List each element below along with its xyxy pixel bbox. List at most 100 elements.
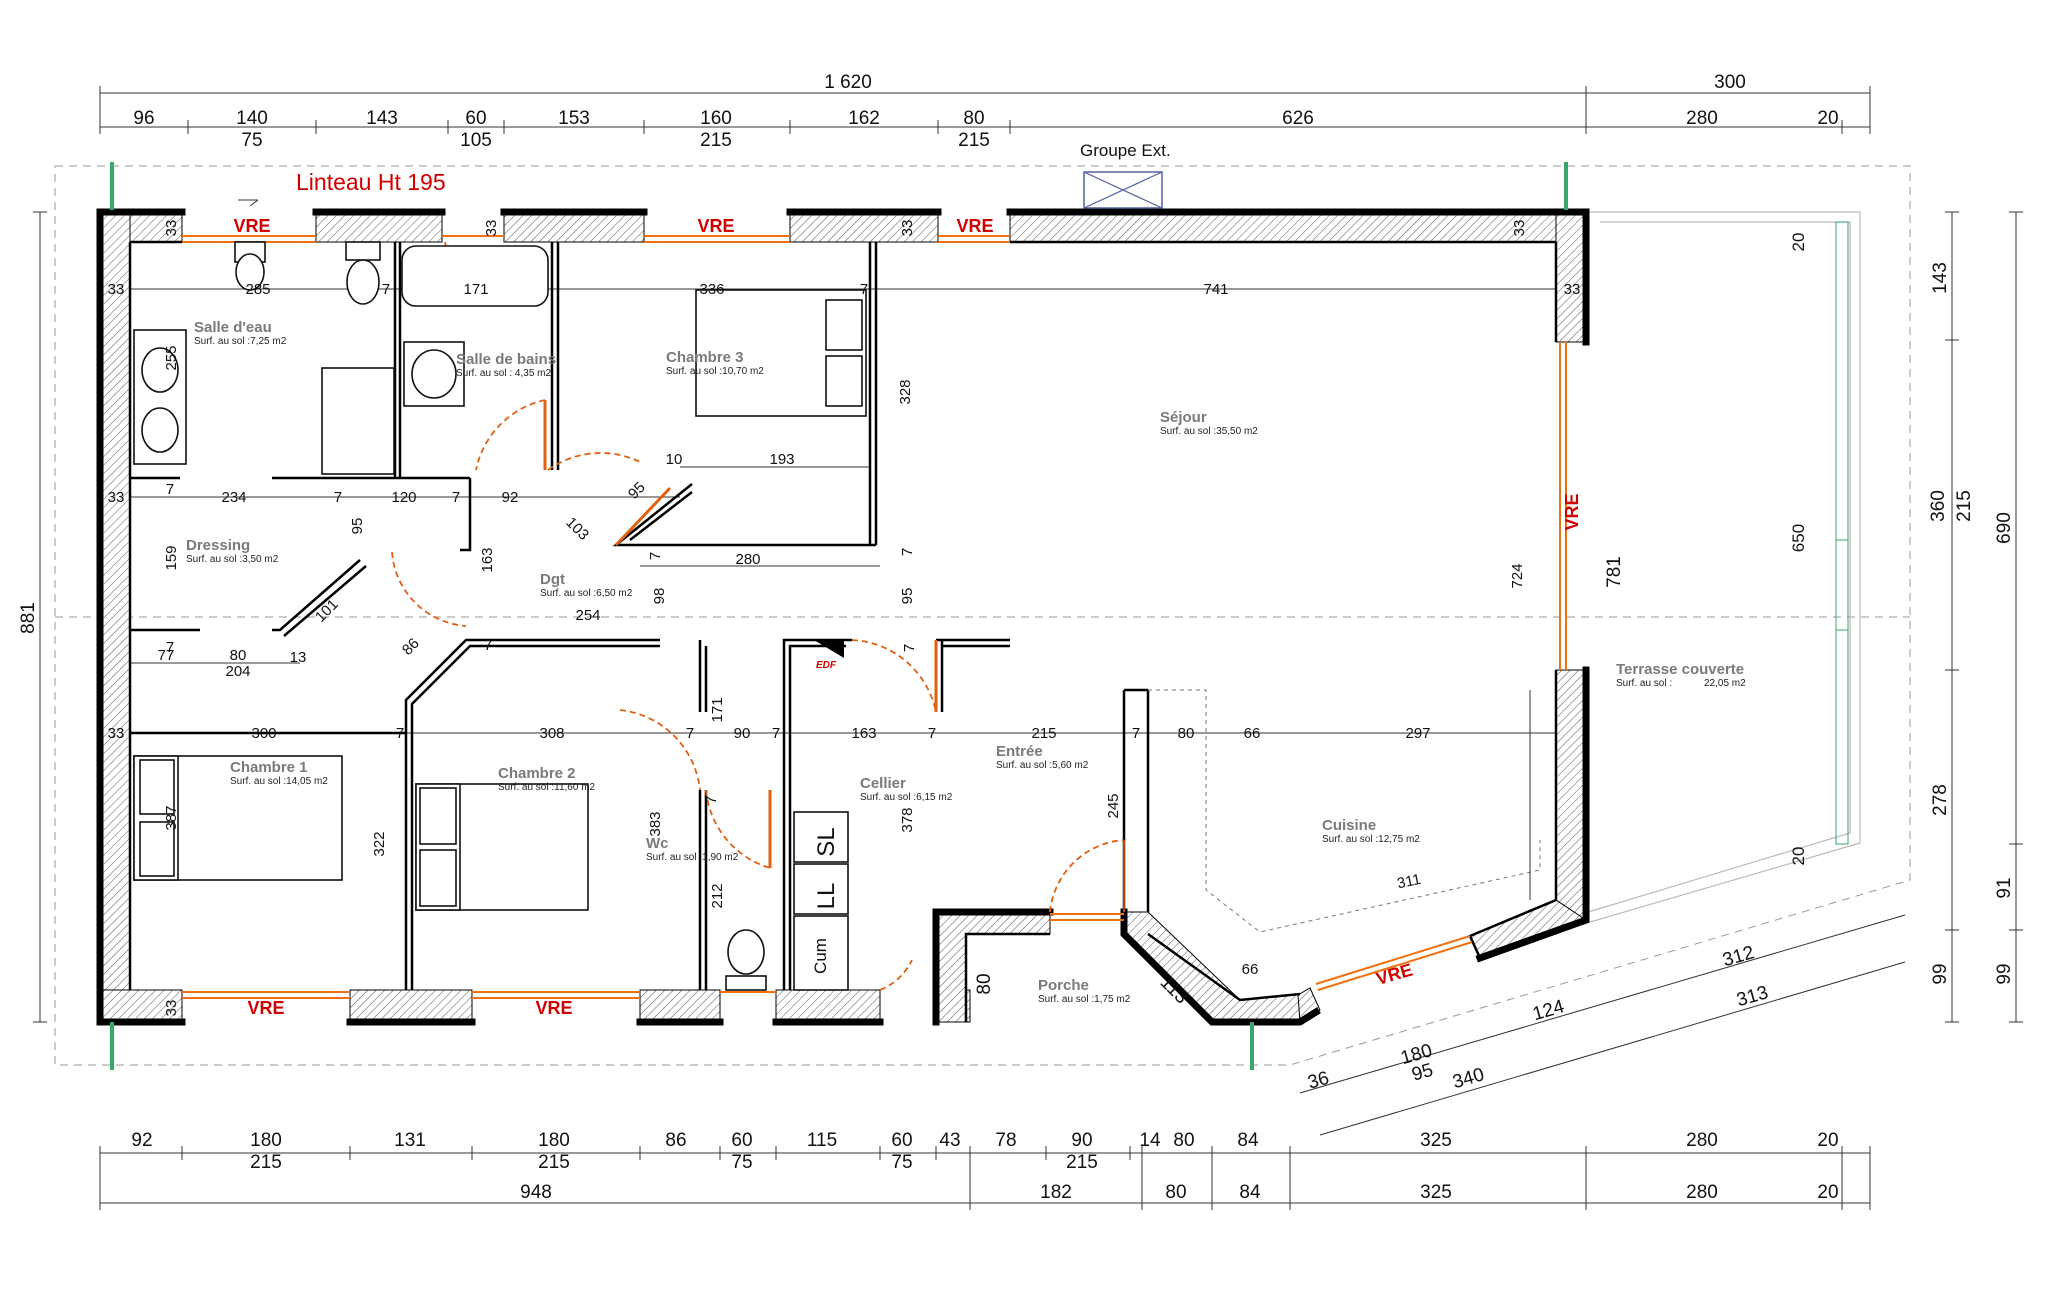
dim-overall: 1 620: [824, 72, 872, 93]
dim-inner: 387: [163, 805, 180, 830]
header-labels: Linteau Ht 195 Groupe Ext. EDF: [296, 141, 1171, 671]
dim-terrace: 650: [1789, 524, 1808, 552]
dim-right-middle: 215: [1954, 490, 1975, 522]
window-label: VRE: [956, 216, 993, 236]
dim-inner: 95: [625, 479, 649, 503]
dim-inner: 7: [647, 552, 664, 560]
dim-right-middle: 360: [1928, 490, 1949, 522]
dim-inner: 308: [539, 725, 564, 742]
dim-inner: 33: [163, 220, 180, 237]
dim-inner: 204: [225, 663, 250, 680]
dim-segment: 80: [963, 108, 984, 129]
window-label: VRE: [697, 216, 734, 236]
dim-inner: 171: [463, 281, 488, 298]
room-name: Porche: [1038, 977, 1089, 994]
dim-segment: 90: [1071, 1130, 1092, 1151]
dim-segment: 115: [807, 1130, 837, 1151]
room-name: Chambre 3: [666, 349, 744, 366]
dim-left: 881: [18, 602, 39, 634]
dim-inner: 90: [734, 725, 751, 742]
dimension-lines: [33, 86, 2023, 1210]
room-surface: Surf. au sol :3,50 m2: [186, 554, 279, 565]
fixtures: [110, 162, 1568, 1070]
dim-inner: 13: [290, 649, 307, 666]
room-surface: Surf. au sol : 4,35 m2: [456, 368, 551, 379]
room-name: Dressing: [186, 537, 250, 554]
bottom-dimensions: 92 180 131 180 86 60 115 60 43 78 90 14 …: [131, 1130, 1838, 1203]
dim-inner: 7: [396, 725, 404, 742]
dim-segment: 325: [1420, 1130, 1452, 1151]
dim-diagonal: 313: [1734, 982, 1770, 1011]
room-surface: Surf. au sol :: [1616, 678, 1672, 689]
appliance-label: Cum: [811, 938, 830, 974]
room-surface: Surf. au sol :11,60 m2: [498, 782, 596, 793]
dim-inner: 33: [108, 725, 125, 742]
dim-inner: 234: [221, 489, 246, 506]
top-dimensions: 1 620 300 96 140 143 60 153 160 162 80 6…: [133, 72, 1838, 151]
dim-opening: 215: [958, 130, 990, 151]
dim-opening: 75: [731, 1152, 752, 1173]
dim-inner: 328: [897, 379, 914, 404]
dim-inner: 7: [686, 725, 694, 742]
dim-inner: 66: [1242, 961, 1259, 978]
dim-inner: 101: [312, 596, 342, 626]
dim-right-outer: 91: [1994, 877, 2015, 898]
terrace: [1579, 211, 1861, 926]
dim-segment: 280: [1686, 1130, 1718, 1151]
side-dimensions: 881 690 91 99 143 360 215 278 99 20 650 …: [18, 233, 2015, 985]
room-surface: Surf. au sol :1,75 m2: [1038, 994, 1131, 1005]
dim-inner: 33: [1564, 281, 1581, 298]
dim-opening: 215: [538, 1152, 570, 1173]
window-label: VRE: [1562, 493, 1582, 530]
dim-terrace: 20: [1789, 233, 1808, 252]
window-label: VRE: [233, 216, 270, 236]
dim-segment: 86: [665, 1130, 686, 1151]
dim-inner: 7: [928, 725, 936, 742]
dim-total: 80: [1165, 1182, 1186, 1203]
dim-inner: 7: [703, 796, 720, 804]
dim-inner: 212: [709, 883, 726, 908]
dim-inner: 311: [1396, 871, 1423, 893]
dim-inner: 159: [163, 545, 180, 570]
dim-inner: 280: [735, 551, 760, 568]
room-name: Salle de bains: [456, 351, 556, 368]
dim-inner: 98: [651, 588, 668, 605]
dim-inner: 193: [769, 451, 794, 468]
dim-inner: 7: [382, 281, 390, 298]
dim-inner: 322: [371, 831, 388, 856]
dim-inner: 33: [108, 281, 125, 298]
dim-inner: 297: [1405, 725, 1430, 742]
window-label: VRE: [535, 998, 572, 1018]
dim-right-middle: 278: [1930, 784, 1951, 816]
dim-segment: 96: [133, 108, 154, 129]
window-labels: VRE VRE VRE VRE VRE VRE VRE: [233, 216, 1582, 1018]
dim-segment: 143: [366, 108, 398, 129]
dim-segment: 60: [465, 108, 486, 129]
dim-segment: 78: [995, 1130, 1016, 1151]
dim-total: 20: [1817, 1182, 1838, 1203]
dim-total: 325: [1420, 1182, 1452, 1203]
dim-opening: 105: [460, 130, 492, 151]
outdoor-unit-label: Groupe Ext.: [1080, 141, 1171, 160]
dim-inner: 80: [974, 973, 995, 994]
dim-inner: 7: [334, 489, 342, 506]
dim-inner: 171: [709, 697, 726, 722]
dim-inner: 254: [575, 607, 600, 624]
room-surface: Surf. au sol :10,70 m2: [666, 366, 764, 377]
dim-inner: 163: [851, 725, 876, 742]
room-surface: Surf. au sol :35,50 m2: [1160, 426, 1258, 437]
dim-inner: 95: [349, 518, 366, 535]
room-name: Terrasse couverte: [1616, 661, 1744, 678]
dim-inner: 741: [1203, 281, 1228, 298]
appliance-label: LL: [813, 883, 840, 910]
dim-segment: 180: [538, 1130, 570, 1151]
window-label: VRE: [247, 998, 284, 1018]
dim-right-outer: 690: [1994, 512, 2015, 544]
dim-inner: 33: [108, 489, 125, 506]
dim-opening: 75: [241, 130, 262, 151]
room-name: Chambre 1: [230, 759, 308, 776]
dim-total: 182: [1040, 1182, 1072, 1203]
dim-inner: 10: [666, 451, 683, 468]
room-name: Cuisine: [1322, 817, 1376, 834]
room-name: Dgt: [540, 571, 565, 588]
